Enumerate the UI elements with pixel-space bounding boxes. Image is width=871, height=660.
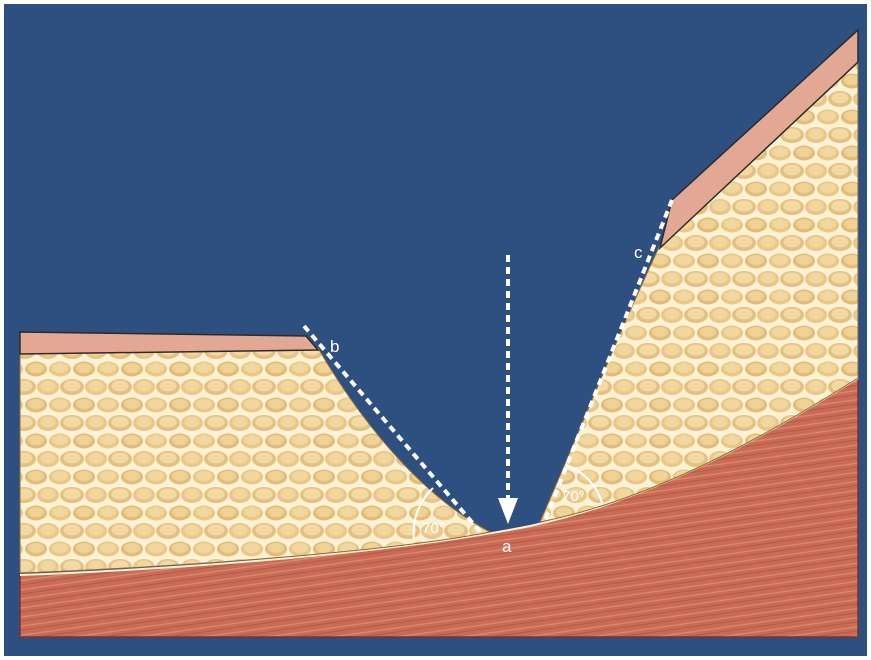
- angle-label-right: 70°: [562, 488, 585, 505]
- label-b: b: [330, 337, 339, 356]
- angle-label-left: 70°: [422, 520, 445, 537]
- left-skin-layer: [20, 332, 318, 354]
- label-c: c: [634, 243, 643, 262]
- label-a: a: [502, 537, 512, 556]
